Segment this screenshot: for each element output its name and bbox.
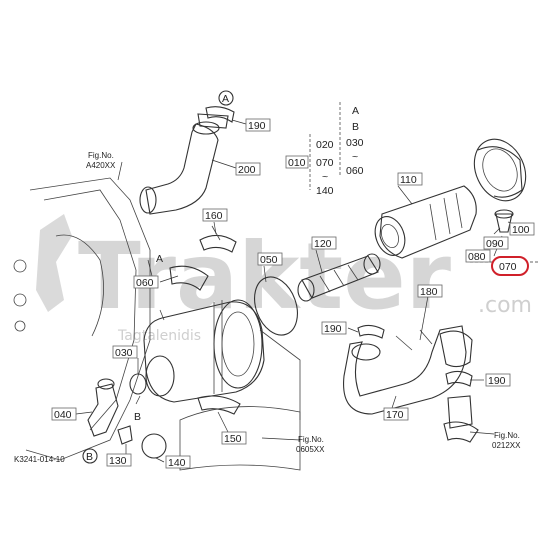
leader-lines — [75, 102, 540, 463]
part-110-outer-element — [374, 185, 477, 259]
part-100-cover — [473, 138, 527, 202]
callout-a-mid: A — [156, 253, 163, 265]
label-190-top: 190 — [248, 120, 266, 132]
highlight-070 — [491, 256, 529, 276]
part-040-elbow — [87, 378, 119, 437]
label-070-range: 070 — [316, 157, 334, 169]
engine-block-drawing — [13, 177, 301, 471]
label-060-left: 060 — [136, 277, 154, 289]
watermark: Trakter .com Tagtalenidis — [36, 214, 532, 344]
part-120-inner-element — [297, 253, 381, 302]
label-140-bottom: 140 — [168, 457, 186, 469]
part-130-sensor — [117, 425, 133, 445]
watermark-tagline: Tagtalenidis — [117, 328, 201, 344]
label-030-left: 030 — [115, 347, 133, 359]
part-labels: 190 200 160 060 050 120 110 090 100 080 … — [51, 118, 535, 469]
label-040: 040 — [54, 409, 72, 421]
label-070-highlight: 070 — [499, 261, 517, 273]
watermark-logo-icon — [36, 214, 72, 312]
part-190-clamp-mid — [357, 324, 385, 339]
label-120: 120 — [314, 238, 332, 250]
label-170: 170 — [386, 409, 404, 421]
label-190-mid: 190 — [324, 323, 342, 335]
fig-refs: Fig.No. A420XX Fig.No. 0605XX Fig.No. 02… — [86, 151, 521, 454]
label-130: 130 — [109, 455, 127, 467]
range-tilde-1: ~ — [322, 171, 328, 183]
part-180-outlet-hose — [343, 325, 473, 415]
label-180: 180 — [420, 286, 438, 298]
label-100: 100 — [512, 224, 530, 236]
diagram-code: K3241-014-10 — [14, 455, 65, 464]
part-150-band — [197, 395, 241, 415]
label-150: 150 — [224, 433, 242, 445]
label-200: 200 — [238, 164, 256, 176]
fig-ref-2-code: 0605XX — [296, 445, 325, 454]
part-070-pipe-bracket — [443, 395, 479, 443]
label-140-range: 140 — [316, 185, 334, 197]
variant-range: 010 020 070 ~ 140 A B 030 ~ 060 — [285, 105, 364, 197]
label-010: 010 — [288, 157, 306, 169]
part-190-clamp-top — [205, 106, 235, 123]
label-050: 050 — [260, 254, 278, 266]
range-tilde-2: ~ — [352, 151, 358, 163]
part-190-clamp-right — [445, 370, 473, 387]
label-020: 020 — [316, 139, 334, 151]
variant-b: B — [352, 121, 359, 133]
variant-a: A — [352, 105, 359, 117]
fig-ref-1-label: Fig.No. — [88, 151, 114, 160]
fig-ref-3-label: Fig.No. — [494, 431, 520, 440]
part-200-intake-hose — [139, 113, 229, 215]
label-110: 110 — [400, 174, 417, 186]
label-060-range: 060 — [346, 165, 364, 177]
callout-b-bottom: B — [86, 451, 93, 463]
part-060-air-cleaner-body — [143, 265, 265, 403]
callout-a-top: A — [222, 93, 229, 105]
label-030-range: 030 — [346, 137, 364, 149]
label-190-right: 190 — [488, 375, 506, 387]
part-090-valve — [494, 209, 514, 233]
watermark-suffix: .com — [478, 293, 532, 318]
callouts: A A B B — [82, 90, 234, 464]
label-080: 080 — [468, 251, 486, 263]
fig-ref-1-code: A420XX — [86, 161, 116, 170]
label-160: 160 — [205, 210, 223, 222]
label-090: 090 — [486, 238, 504, 250]
callout-b-mid: B — [134, 411, 141, 423]
part-140-cap — [141, 433, 167, 459]
fig-ref-2-label: Fig.No. — [298, 435, 324, 444]
fig-ref-3-code: 0212XX — [492, 441, 521, 450]
